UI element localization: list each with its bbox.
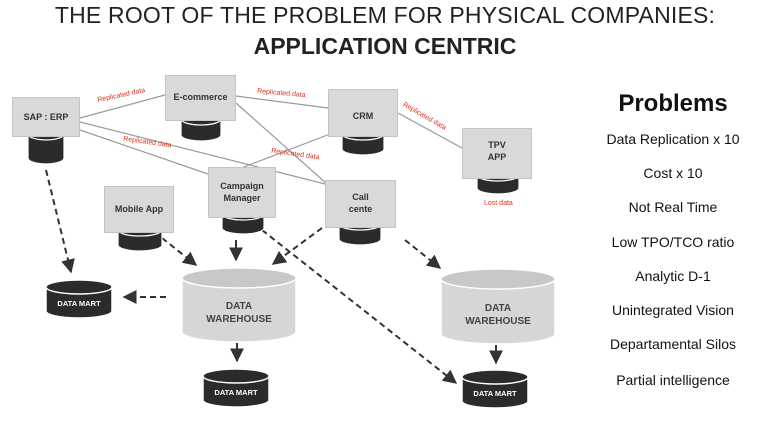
problem-item: Analytic D-1 bbox=[635, 268, 711, 284]
data-mart-cylinder bbox=[461, 369, 529, 409]
system-box-mobile: Mobile App bbox=[104, 186, 174, 233]
system-box-campaign: Campaign Manager bbox=[208, 167, 276, 218]
data-mart-label: DATA MART bbox=[214, 388, 258, 397]
problem-item: Partial intelligence bbox=[616, 372, 730, 388]
problem-item: Unintegrated Vision bbox=[612, 302, 734, 318]
data-warehouse-cylinder bbox=[181, 267, 297, 343]
title-line-2: APPLICATION CENTRIC bbox=[253, 33, 517, 59]
data-mart-cylinder bbox=[202, 368, 270, 408]
flow-callcenter-warehouse2 bbox=[404, 239, 442, 269]
flow-campaign-datamart bbox=[261, 229, 458, 384]
problem-item: Low TPO/TCO ratio bbox=[611, 234, 735, 250]
lost-data-label: Lost data bbox=[484, 200, 513, 207]
system-box-sap: SAP : ERP bbox=[12, 97, 80, 137]
system-label: cente bbox=[348, 204, 373, 214]
link-ecommerce-callcenter bbox=[235, 102, 328, 185]
data-mart-label: DATA MART bbox=[57, 299, 101, 308]
system-label: Call bbox=[352, 192, 369, 202]
link-ecommerce-crm bbox=[235, 95, 329, 109]
link-sap-callcenter bbox=[79, 121, 326, 185]
link-crm-tpv bbox=[397, 112, 463, 149]
problem-item: Not Real Time bbox=[628, 199, 718, 215]
problems-heading: Problems bbox=[618, 90, 728, 117]
system-label: Campaign bbox=[220, 181, 264, 191]
system-box-crm: CRM bbox=[328, 89, 398, 137]
system-label: Mobile App bbox=[114, 204, 164, 214]
flow-callcenter-warehouse bbox=[271, 227, 323, 265]
system-label: E-commerce bbox=[173, 92, 228, 102]
system-box-ecommerce: E-commerce bbox=[165, 75, 236, 121]
link-sap-ecommerce bbox=[79, 94, 166, 119]
flow-mobile-warehouse bbox=[161, 237, 198, 266]
title-line-1: THE ROOT OF THE PROBLEM FOR PHYSICAL COM… bbox=[54, 2, 716, 28]
system-label: APP bbox=[487, 152, 507, 162]
data-mart-label: DATA MART bbox=[473, 389, 517, 398]
problem-item: Data Replication x 10 bbox=[606, 131, 740, 147]
problem-item: Departamental Silos bbox=[609, 336, 737, 352]
system-label: Manager bbox=[223, 193, 261, 203]
system-box-tpv: TPV APP bbox=[462, 128, 532, 179]
data-warehouse-cylinder bbox=[440, 268, 556, 345]
data-mart-cylinder bbox=[45, 279, 113, 319]
link-campaign-crm bbox=[235, 133, 331, 171]
system-label: TPV bbox=[488, 140, 506, 150]
problem-item: Cost x 10 bbox=[643, 165, 703, 181]
system-box-callcenter: Call cente bbox=[325, 180, 396, 228]
flow-sap-datamart bbox=[45, 169, 75, 274]
system-label: SAP : ERP bbox=[23, 112, 69, 122]
system-label: CRM bbox=[352, 111, 374, 121]
link-campaign-sap bbox=[79, 129, 209, 175]
